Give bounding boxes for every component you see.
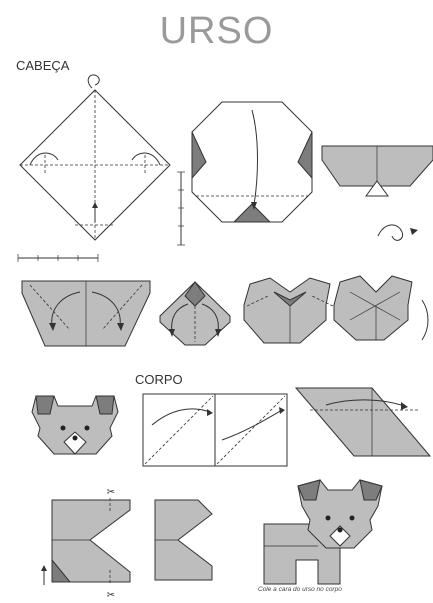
head-step-5 xyxy=(160,282,230,345)
body-step-2 xyxy=(296,388,430,456)
body-step-1 xyxy=(143,394,287,466)
svg-text:✂: ✂ xyxy=(107,487,115,498)
body-step-3: ✂ ✂ xyxy=(41,487,130,601)
head-step-3 xyxy=(322,146,433,240)
final-bear xyxy=(264,480,382,584)
body-step-4 xyxy=(155,500,212,580)
head-step-1 xyxy=(18,75,185,262)
head-finished xyxy=(32,396,118,454)
head-step-4 xyxy=(22,281,150,346)
svg-text:✂: ✂ xyxy=(107,590,115,601)
head-step-2 xyxy=(192,102,312,222)
head-step-6 xyxy=(244,278,333,343)
head-step-7 xyxy=(334,276,428,340)
